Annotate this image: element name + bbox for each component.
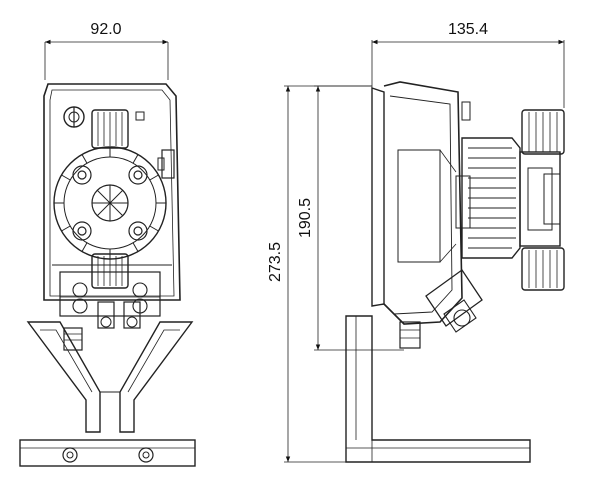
dimension-width-front	[44, 39, 169, 80]
label-depth-side: 135.4	[448, 21, 488, 38]
pump-head-side	[455, 137, 521, 259]
top-valve-front	[91, 109, 129, 149]
mounting-stand-side	[345, 315, 531, 463]
dimension-depth-side	[371, 39, 565, 108]
valve-assembly-side	[519, 109, 565, 291]
pump-housing-front	[43, 83, 181, 301]
front-view	[19, 39, 196, 467]
side-view	[284, 39, 565, 463]
cable-gland-side	[399, 269, 483, 349]
bottom-valve-front	[91, 253, 129, 289]
dimension-body-height	[314, 85, 404, 351]
adjustment-knob	[63, 106, 85, 128]
label-body-height: 190.5	[297, 198, 314, 238]
label-width-front: 92.0	[90, 21, 121, 38]
pump-head-front	[53, 146, 167, 260]
mounting-stand-front	[19, 321, 196, 467]
dimension-total-height	[284, 85, 372, 463]
label-total-height: 273.5	[267, 242, 284, 282]
pump-housing-side	[371, 87, 385, 307]
cable-glands-front	[63, 301, 141, 351]
